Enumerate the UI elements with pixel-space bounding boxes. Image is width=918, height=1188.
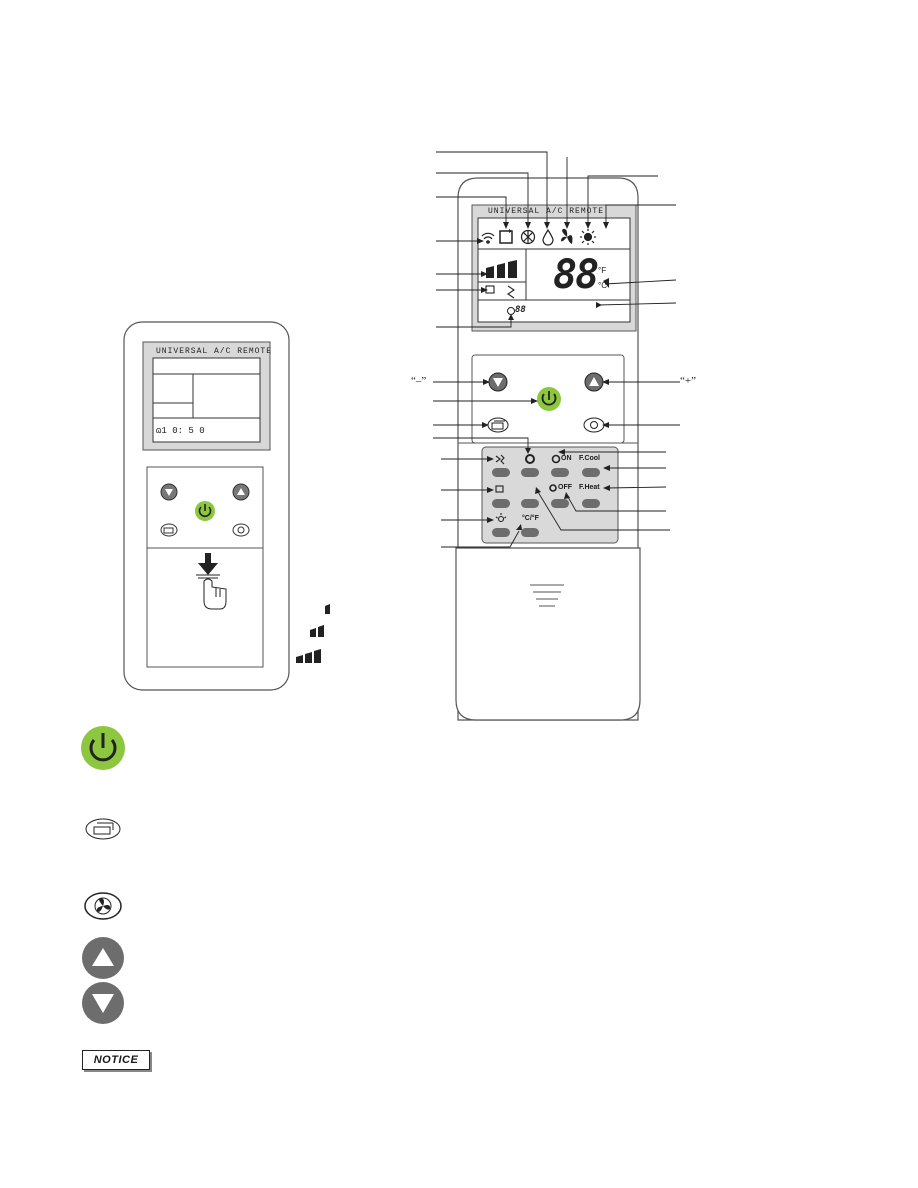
large-lcd-title: UNIVERSAL A/C REMOTE bbox=[488, 207, 605, 216]
fheat-label: F.Heat bbox=[579, 484, 600, 491]
swing-v-button[interactable] bbox=[492, 468, 510, 477]
unit-c: °C bbox=[598, 281, 607, 290]
button-legend bbox=[81, 726, 125, 1024]
fan-icon bbox=[237, 526, 245, 534]
light-button[interactable] bbox=[492, 528, 510, 537]
fan-speed-low bbox=[325, 604, 330, 614]
down-icon bbox=[493, 378, 503, 387]
down-icon bbox=[165, 489, 173, 496]
legend-down-icon bbox=[82, 982, 124, 1024]
large-mode-button[interactable] bbox=[487, 417, 509, 433]
swing-h-icon bbox=[495, 485, 504, 493]
fheat-button[interactable] bbox=[582, 499, 600, 508]
timer-off-icon bbox=[549, 484, 557, 492]
fan-speed-legend bbox=[296, 604, 330, 663]
large-up-button[interactable] bbox=[584, 372, 604, 392]
sun-icon bbox=[580, 229, 596, 245]
small-mode-button[interactable] bbox=[160, 523, 178, 537]
power-icon bbox=[541, 393, 557, 406]
mode-icon bbox=[491, 422, 504, 430]
legend-mode-icon bbox=[85, 818, 121, 840]
timer-off-label: OFF bbox=[558, 484, 572, 491]
small-lcd-title: UNIVERSAL A/C REMOTE bbox=[156, 347, 273, 356]
up-icon bbox=[237, 488, 245, 495]
timer-readout: 88 bbox=[515, 305, 526, 315]
fcool-label: F.Cool bbox=[579, 455, 600, 462]
sleep-button[interactable] bbox=[521, 499, 539, 508]
timer-on-icon bbox=[551, 454, 561, 464]
snowflake-icon bbox=[520, 229, 536, 245]
lcd-fan-bars bbox=[486, 260, 517, 278]
legend-fan-icon bbox=[84, 892, 122, 920]
power-icon bbox=[198, 506, 212, 518]
cf-button[interactable] bbox=[521, 528, 539, 537]
legend-up-icon bbox=[82, 937, 124, 979]
auto-icon bbox=[499, 229, 513, 244]
notice-badge: NOTICE bbox=[82, 1050, 150, 1070]
minus-label: “–” bbox=[411, 375, 427, 387]
plus-label: “+” bbox=[680, 375, 696, 387]
swing-v-icon bbox=[495, 454, 505, 465]
timer-on-button[interactable] bbox=[551, 468, 569, 477]
swing-h-button[interactable] bbox=[492, 499, 510, 508]
signal-icon bbox=[481, 232, 495, 244]
large-lcd-digits: 88 bbox=[553, 252, 599, 298]
small-power-button[interactable] bbox=[195, 501, 215, 521]
drop-icon bbox=[542, 228, 554, 246]
timer-on-label: ON bbox=[561, 455, 572, 462]
large-down-button[interactable] bbox=[488, 372, 508, 392]
light-icon bbox=[495, 513, 507, 523]
small-up-button[interactable] bbox=[232, 483, 250, 501]
legend-power-icon bbox=[81, 726, 125, 770]
large-power-button[interactable] bbox=[537, 387, 561, 411]
hand-press-icon bbox=[196, 553, 227, 610]
large-fan-button[interactable] bbox=[583, 417, 605, 433]
turbo-icon bbox=[525, 454, 535, 464]
fan-icon bbox=[590, 421, 598, 429]
turbo-button[interactable] bbox=[521, 468, 539, 477]
mode-icon bbox=[163, 527, 174, 534]
timer-off-button[interactable] bbox=[551, 499, 569, 508]
up-icon bbox=[589, 377, 599, 386]
fan-speed-mid bbox=[310, 625, 324, 637]
unit-f: °F bbox=[598, 266, 607, 275]
small-buttons bbox=[160, 483, 250, 537]
small-lcd-readout: ɷ1 0: 5 0 bbox=[156, 426, 205, 436]
fan-speed-high bbox=[296, 649, 321, 663]
small-fan-button[interactable] bbox=[232, 523, 250, 537]
cf-label: °C/°F bbox=[522, 515, 539, 522]
fan-icon bbox=[561, 228, 573, 244]
small-down-button[interactable] bbox=[160, 483, 178, 501]
fcool-button[interactable] bbox=[582, 468, 600, 477]
